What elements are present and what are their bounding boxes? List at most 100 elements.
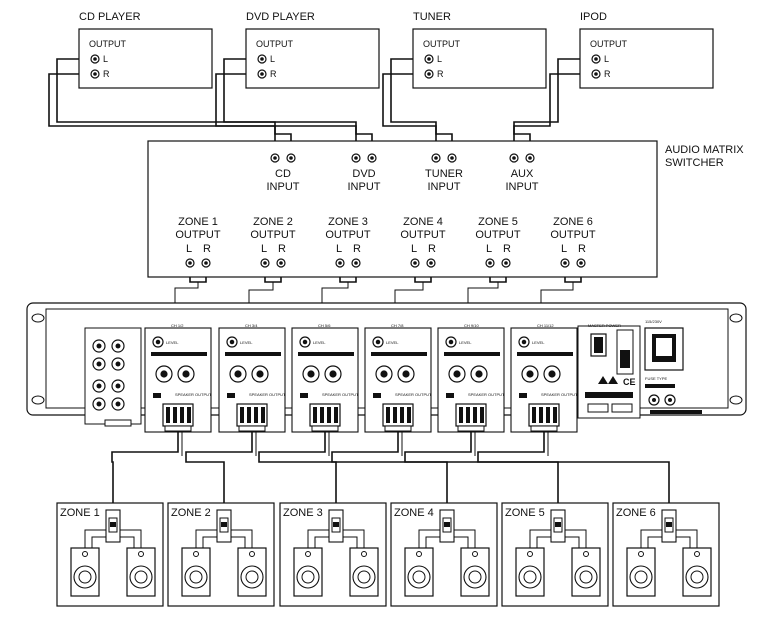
volume-control[interactable] bbox=[105, 509, 121, 543]
output-left-jack[interactable] bbox=[560, 258, 570, 268]
speaker-terminal-block[interactable] bbox=[455, 403, 487, 432]
right-label: R bbox=[578, 243, 586, 255]
line-input-right-jack[interactable] bbox=[543, 365, 561, 383]
channel-label: CH 11/12 bbox=[537, 323, 554, 328]
left-label: L bbox=[186, 243, 192, 255]
source-name: TUNER bbox=[413, 11, 451, 23]
input-left-jack[interactable] bbox=[431, 153, 441, 163]
left-label: L bbox=[103, 54, 108, 64]
cable bbox=[223, 58, 373, 148]
zone-label: ZONE 5 bbox=[505, 507, 545, 519]
input-right-jack[interactable] bbox=[525, 153, 535, 163]
zone-label: ZONE 6 bbox=[616, 507, 656, 519]
output-right-jack[interactable] bbox=[276, 258, 286, 268]
speaker-terminal-block[interactable] bbox=[162, 403, 194, 432]
speaker-terminal-block[interactable] bbox=[528, 403, 560, 432]
input-left-jack[interactable] bbox=[351, 153, 361, 163]
line-input-right-jack[interactable] bbox=[324, 365, 342, 383]
input-label-sub: INPUT bbox=[506, 181, 539, 193]
output-right-jack[interactable] bbox=[576, 258, 586, 268]
level-label: LEVEL bbox=[313, 340, 326, 345]
wires bbox=[48, 58, 670, 510]
line-input-left-jack[interactable] bbox=[229, 365, 247, 383]
speaker-icon bbox=[237, 547, 267, 597]
output-left-jack[interactable] bbox=[260, 258, 270, 268]
level-knob[interactable] bbox=[372, 336, 384, 348]
input-right-jack[interactable] bbox=[367, 153, 377, 163]
line-input-left-jack[interactable] bbox=[448, 365, 466, 383]
line-input-right-jack[interactable] bbox=[397, 365, 415, 383]
input-right-jack[interactable] bbox=[286, 153, 296, 163]
level-knob[interactable] bbox=[299, 336, 311, 348]
level-knob[interactable] bbox=[226, 336, 238, 348]
speaker-terminal-block[interactable] bbox=[236, 403, 268, 432]
volume-control[interactable] bbox=[550, 509, 566, 543]
speaker-icon bbox=[460, 547, 490, 597]
left-label: L bbox=[411, 243, 417, 255]
cable bbox=[111, 431, 179, 510]
zone-label: ZONE 2 bbox=[171, 507, 211, 519]
speaker-zone: ZONE 3 bbox=[279, 502, 387, 607]
master-power-label: MASTER POWER bbox=[588, 323, 621, 328]
right-label: R bbox=[604, 69, 611, 79]
output-left-jack[interactable] bbox=[257, 54, 267, 64]
switcher-label-line2: SWITCHER bbox=[665, 157, 724, 169]
input-right-jack[interactable] bbox=[447, 153, 457, 163]
output-right-jack[interactable] bbox=[201, 258, 211, 268]
speaker-terminal-block[interactable] bbox=[309, 403, 341, 432]
volume-control[interactable] bbox=[328, 509, 344, 543]
line-input-left-jack[interactable] bbox=[375, 365, 393, 383]
output-right-jack[interactable] bbox=[591, 69, 601, 79]
output-zone-label: ZONE 1 bbox=[178, 216, 218, 228]
channel-label: CH 1/2 bbox=[171, 323, 184, 328]
speaker-icon bbox=[70, 547, 100, 597]
level-knob[interactable] bbox=[445, 336, 457, 348]
right-label: R bbox=[278, 243, 286, 255]
input-label: TUNER bbox=[425, 168, 463, 180]
line-input-right-jack[interactable] bbox=[251, 365, 269, 383]
left-label: L bbox=[604, 54, 609, 64]
output-right-jack[interactable] bbox=[501, 258, 511, 268]
speaker-terminal-block[interactable] bbox=[382, 403, 414, 432]
volume-control[interactable] bbox=[661, 509, 677, 543]
output-right-jack[interactable] bbox=[257, 69, 267, 79]
line-input-right-jack[interactable] bbox=[177, 365, 195, 383]
input-left-jack[interactable] bbox=[509, 153, 519, 163]
output-right-jack[interactable] bbox=[424, 69, 434, 79]
output-left-jack[interactable] bbox=[335, 258, 345, 268]
output-left-jack[interactable] bbox=[591, 54, 601, 64]
speaker-icon bbox=[404, 547, 434, 597]
line-input-left-jack[interactable] bbox=[155, 365, 173, 383]
volume-control[interactable] bbox=[439, 509, 455, 543]
level-knob[interactable] bbox=[152, 336, 164, 348]
output-left-jack[interactable] bbox=[485, 258, 495, 268]
output-label: OUTPUT bbox=[256, 39, 294, 49]
level-knob[interactable] bbox=[518, 336, 530, 348]
line-input-left-jack[interactable] bbox=[302, 365, 320, 383]
output-left-jack[interactable] bbox=[424, 54, 434, 64]
input-left-jack[interactable] bbox=[270, 153, 280, 163]
line-input-left-jack[interactable] bbox=[521, 365, 539, 383]
cable bbox=[477, 431, 670, 510]
output-left-jack[interactable] bbox=[90, 54, 100, 64]
output-right-jack[interactable] bbox=[351, 258, 361, 268]
output-left-jack[interactable] bbox=[185, 258, 195, 268]
source-name: DVD PLAYER bbox=[246, 11, 315, 23]
volume-control[interactable] bbox=[216, 509, 232, 543]
output-right-jack[interactable] bbox=[90, 69, 100, 79]
cable bbox=[513, 73, 592, 148]
output-left-jack[interactable] bbox=[410, 258, 420, 268]
line-input-right-jack[interactable] bbox=[470, 365, 488, 383]
input-label: AUX bbox=[511, 168, 534, 180]
output-right-jack[interactable] bbox=[426, 258, 436, 268]
